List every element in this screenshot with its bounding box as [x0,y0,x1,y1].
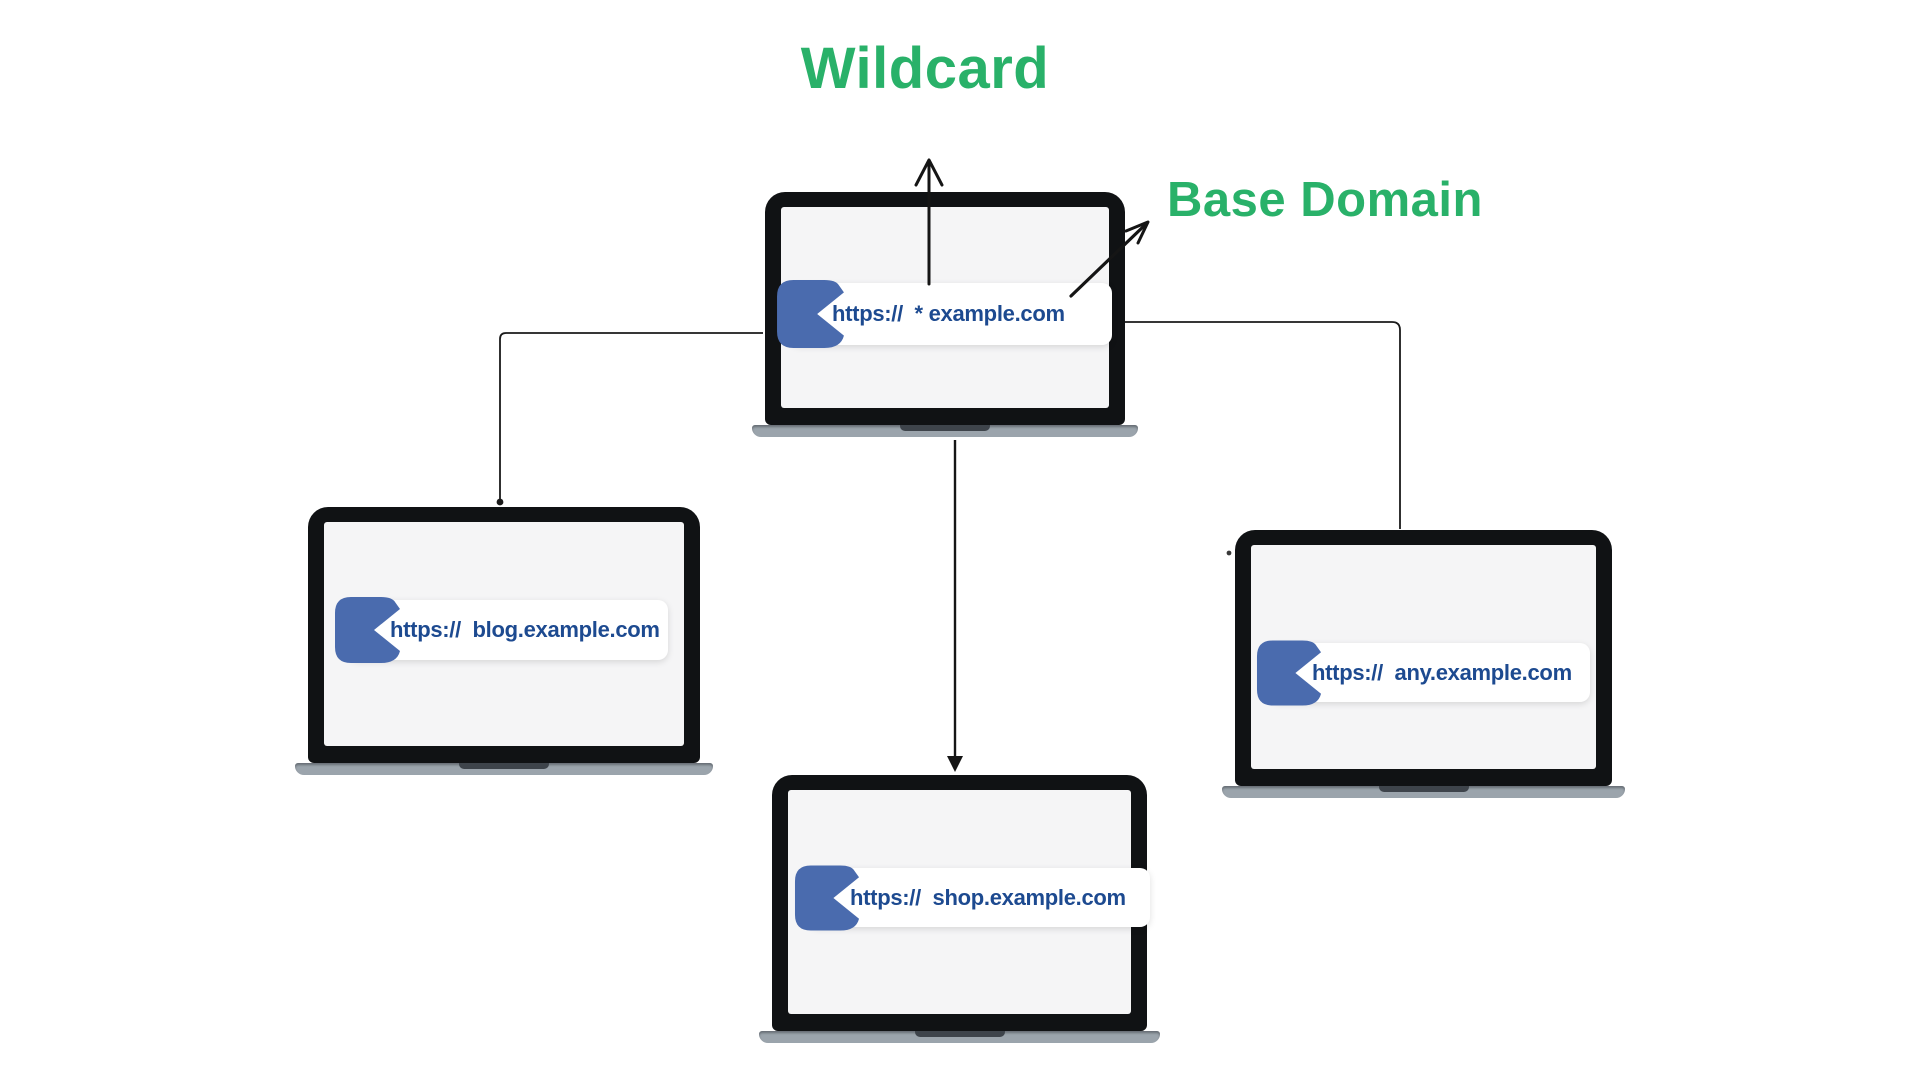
address-bar-shop: https:// shop.example.com [794,864,1150,931]
connector-endpoint-dot [496,498,504,506]
laptop-base [295,763,713,775]
laptop-base [1222,786,1625,798]
diagram-title: Wildcard [800,36,1050,101]
connector-to-any [1125,321,1401,556]
arrow-down-to-shop [947,440,963,772]
base-domain-label: Base Domain [1167,173,1483,227]
bookmark-chevron-icon [777,280,844,348]
bookmark-chevron-icon [1256,639,1322,706]
address-url: https:// blog.example.com [390,617,660,642]
address-bar-blog: https:// blog.example.com [335,597,668,663]
connector-to-blog [496,332,763,506]
laptop-base [752,425,1138,437]
bookmark-chevron-icon [335,597,400,663]
bookmark-chevron-icon [794,864,860,931]
address-bar-any: https:// any.example.com [1256,639,1590,706]
laptop-hinge-notch [914,1031,1005,1037]
address-url: https:// shop.example.com [850,884,1126,910]
address-url: https:// any.example.com [1312,659,1572,685]
laptop-base [759,1031,1160,1043]
connector-endpoint-dot [1226,550,1232,556]
laptop-hinge-notch [900,425,990,431]
address-bar-wildcard: https:// * example.com [777,280,1112,348]
laptop-hinge-notch [1378,786,1469,792]
address-url: https:// * example.com [832,301,1065,326]
laptop-hinge-notch [459,763,549,769]
